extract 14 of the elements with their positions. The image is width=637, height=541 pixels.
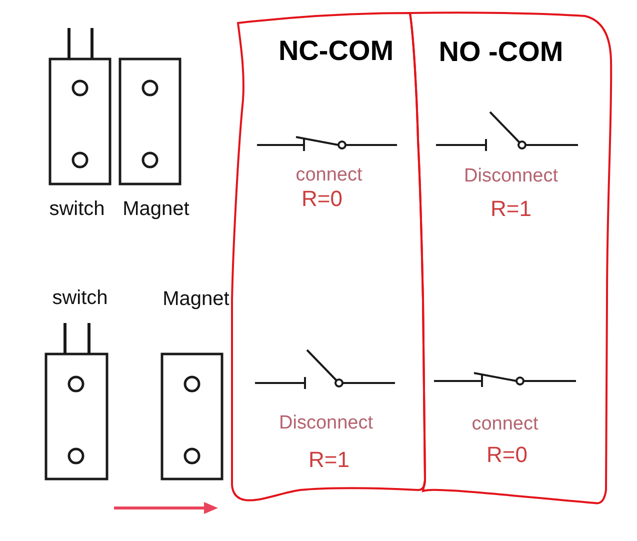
column-heading: NO -COM (438, 38, 564, 66)
state-label: Disconnect (279, 414, 373, 432)
part-label: Magnet (122, 199, 190, 219)
part-label: switch (52, 288, 108, 308)
part-label: Magnet (162, 289, 230, 309)
resistance-value: R=1 (308, 449, 350, 471)
resistance-value: R=0 (486, 444, 528, 466)
state-label: connect (296, 166, 362, 184)
state-label: Disconnect (464, 166, 558, 186)
resistance-value: R=1 (490, 198, 532, 220)
resistance-value: R=0 (302, 188, 342, 210)
state-label: connect (472, 414, 538, 434)
column-heading: NC-COM (278, 37, 394, 65)
part-label: switch (49, 199, 105, 219)
